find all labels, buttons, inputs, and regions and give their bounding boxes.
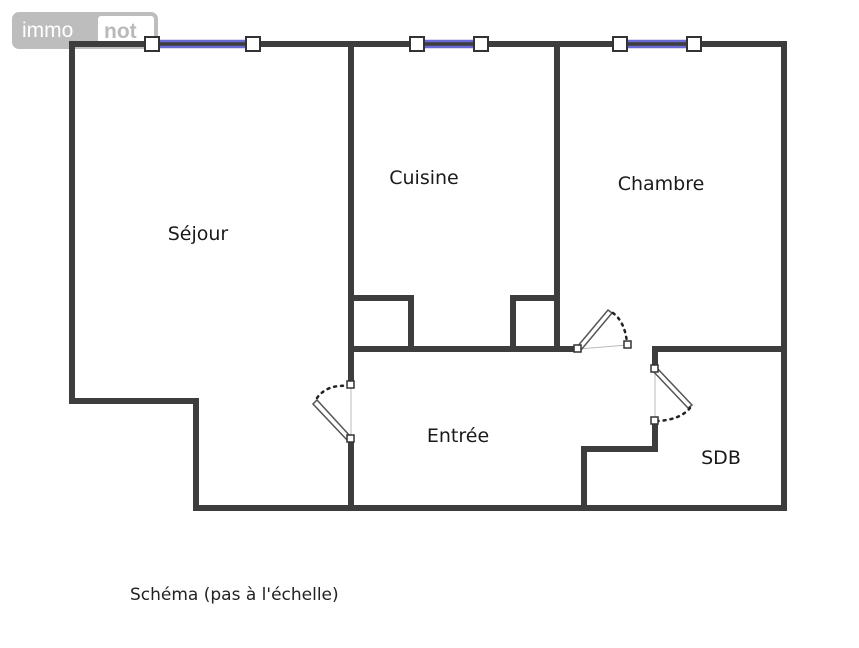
door-sejour (311, 380, 355, 443)
room-label-sejour: Séjour (168, 223, 229, 245)
door-hinge (623, 340, 632, 349)
door-swing-arc (315, 384, 351, 400)
door-swing-arc (655, 406, 692, 423)
window-sejour (144, 36, 261, 52)
door-leaf (575, 308, 614, 352)
door-swing-arc (611, 311, 629, 345)
window-hinge (409, 36, 425, 52)
window-hinge (245, 36, 261, 52)
door-hinge (346, 434, 355, 443)
door-hinge (650, 364, 659, 373)
window-hinge (473, 36, 489, 52)
door-hinge (650, 416, 659, 425)
doors (311, 308, 694, 443)
room-label-cuisine: Cuisine (389, 167, 459, 189)
door-leaf (650, 365, 694, 410)
exterior-wall (69, 41, 787, 511)
room-labels: Séjour Cuisine Chambre Entrée SDB (168, 167, 741, 469)
door-sdb (650, 364, 694, 425)
logo-text-immo: immo (22, 19, 73, 42)
window-hinge (686, 36, 702, 52)
room-label-sdb: SDB (701, 447, 741, 469)
room-label-chambre: Chambre (618, 173, 705, 195)
window-hinge (144, 36, 160, 52)
door-chambre (573, 308, 632, 353)
window-hinge (612, 36, 628, 52)
room-label-entree: Entrée (427, 425, 489, 447)
wall-sdb-left-lower (581, 418, 658, 511)
window-cuisine (409, 36, 489, 52)
immonot-logo: immo not (12, 12, 158, 49)
door-hinge (346, 380, 355, 389)
logo-text-not: not (104, 20, 137, 43)
logo-highlight (98, 16, 154, 45)
door-hinge (573, 344, 582, 353)
diagram-caption: Schéma (pas à l'échelle) (130, 585, 339, 605)
windows (144, 36, 702, 52)
closet-left (348, 295, 414, 352)
closet-right (510, 295, 560, 352)
door-leaf (311, 398, 351, 442)
window-chambre (612, 36, 702, 52)
